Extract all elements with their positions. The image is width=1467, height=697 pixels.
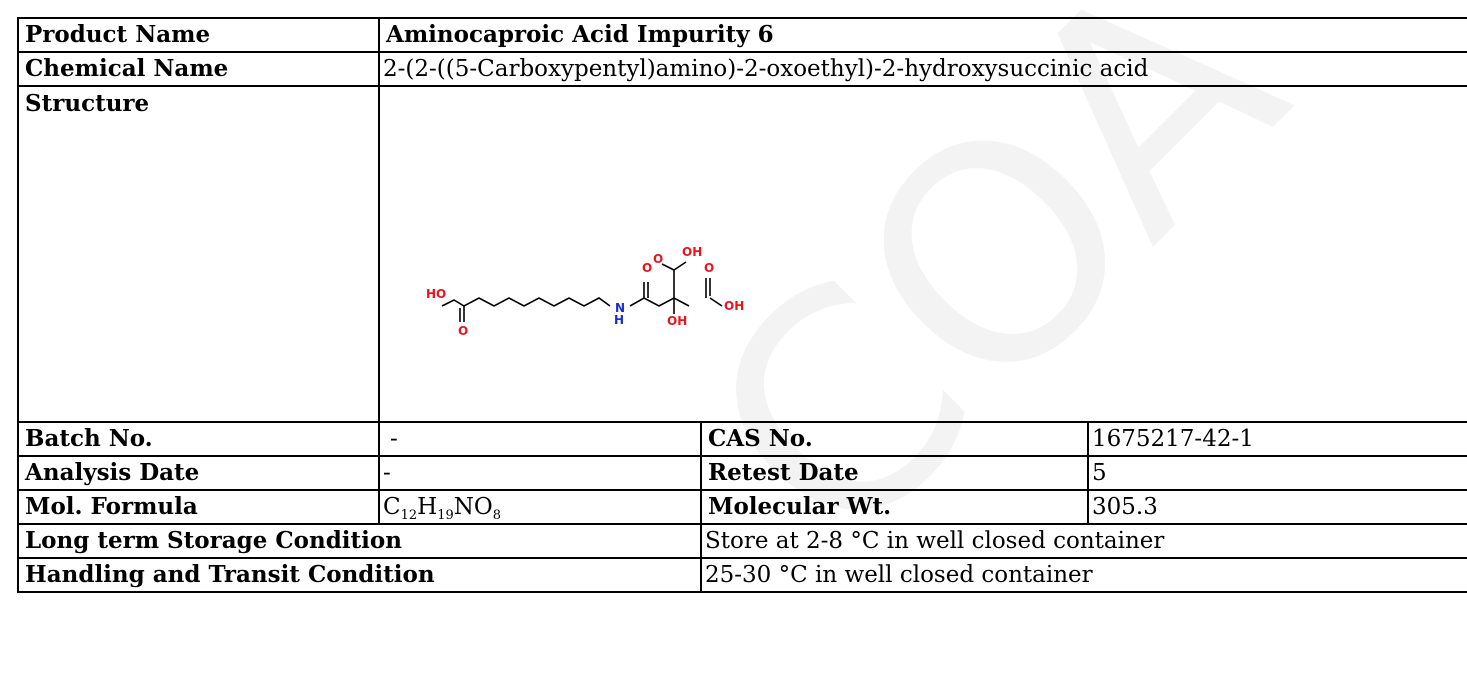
mol-formula-label: Mol. Formula bbox=[17, 489, 380, 525]
row-dates: Analysis Date - Retest Date 5 bbox=[17, 455, 1467, 491]
atom-o-right: O bbox=[704, 261, 714, 275]
row-storage: Long term Storage Condition Store at 2-8… bbox=[17, 523, 1467, 559]
batch-label: Batch No. bbox=[17, 421, 380, 457]
atom-oh-mid: OH bbox=[667, 314, 687, 328]
cas-value: 1675217-42-1 bbox=[1086, 421, 1467, 457]
atom-ho-left: HO bbox=[426, 287, 446, 301]
atom-nh-h: H bbox=[614, 313, 624, 327]
product-name-value: Aminocaproic Acid Impurity 6 bbox=[377, 17, 1467, 53]
formula-c: C bbox=[383, 494, 401, 520]
formula-h: H bbox=[417, 494, 438, 520]
row-structure: Structure bbox=[17, 85, 1467, 423]
atom-o-amide: O bbox=[642, 261, 652, 275]
retest-date-value: 5 bbox=[1086, 455, 1467, 491]
atom-o-top: O bbox=[653, 252, 663, 266]
atom-o-left: O bbox=[458, 324, 468, 338]
handling-value: 25-30 °C in well closed container bbox=[699, 557, 1467, 593]
storage-value: Store at 2-8 °C in well closed container bbox=[699, 523, 1467, 559]
handling-label: Handling and Transit Condition bbox=[17, 557, 702, 593]
row-product-name: Product Name Aminocaproic Acid Impurity … bbox=[17, 17, 1467, 53]
chemical-structure-diagram: HO O N H O O OH OH O OH bbox=[426, 245, 744, 338]
structure-image: HO O N H O O OH OH O OH bbox=[377, 85, 1467, 423]
product-name-label: Product Name bbox=[17, 17, 380, 53]
storage-label: Long term Storage Condition bbox=[17, 523, 702, 559]
retest-date-label: Retest Date bbox=[700, 455, 1089, 491]
mol-wt-label: Molecular Wt. bbox=[700, 489, 1089, 525]
formula-o-count: 8 bbox=[492, 508, 502, 523]
batch-value: - bbox=[378, 421, 702, 457]
row-formula-weight: Mol. Formula C12H19NO8 Molecular Wt. 305… bbox=[17, 489, 1467, 525]
mol-wt-value: 305.3 bbox=[1086, 489, 1467, 525]
formula-c-count: 12 bbox=[400, 508, 418, 523]
row-handling: Handling and Transit Condition 25-30 °C … bbox=[17, 557, 1467, 593]
chemical-name-value: 2-(2-((5-Carboxypentyl)amino)-2-oxoethyl… bbox=[377, 51, 1467, 87]
chemical-name-label: Chemical Name bbox=[17, 51, 380, 87]
formula-no: NO bbox=[453, 494, 493, 520]
atom-oh-top: OH bbox=[682, 245, 702, 259]
row-chemical-name: Chemical Name 2-(2-((5-Carboxypentyl)ami… bbox=[17, 51, 1467, 87]
atom-oh-right: OH bbox=[724, 299, 744, 313]
mol-formula-value: C12H19NO8 bbox=[378, 489, 702, 525]
row-batch-cas: Batch No. - CAS No. 1675217-42-1 bbox=[17, 421, 1467, 457]
cas-label: CAS No. bbox=[700, 421, 1089, 457]
formula-h-count: 19 bbox=[437, 508, 454, 523]
analysis-date-label: Analysis Date bbox=[17, 455, 380, 491]
analysis-date-value: - bbox=[378, 455, 702, 491]
coa-table: Product Name Aminocaproic Acid Impurity … bbox=[17, 17, 1467, 593]
atom-n: N bbox=[615, 301, 625, 315]
structure-label: Structure bbox=[17, 85, 380, 423]
